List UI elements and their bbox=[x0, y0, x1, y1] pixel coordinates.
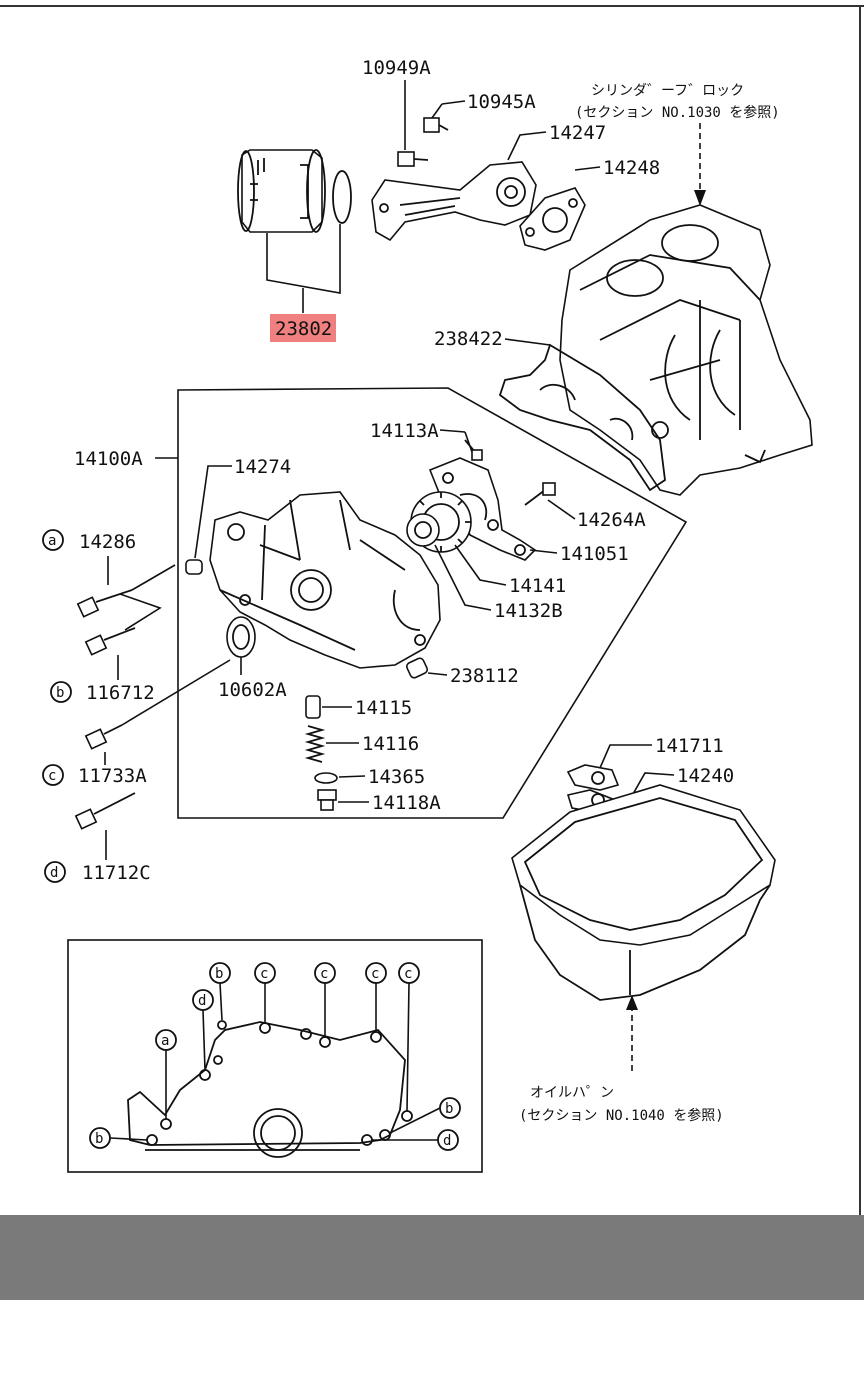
label-14247: 14247 bbox=[549, 122, 606, 144]
spring-14116 bbox=[304, 725, 326, 763]
plug-238112 bbox=[405, 657, 429, 679]
label-14100A: 14100A bbox=[74, 448, 143, 470]
label-14115: 14115 bbox=[355, 697, 412, 719]
letter-b: b bbox=[56, 685, 64, 701]
letter-d: d bbox=[50, 865, 58, 881]
svg-text:a: a bbox=[161, 1033, 169, 1049]
svg-text:d: d bbox=[198, 993, 206, 1009]
bolt-10949A bbox=[397, 151, 429, 167]
label-14113A: 14113A bbox=[370, 420, 439, 442]
bolt-callouts: b c c c c d a b b d bbox=[89, 962, 461, 1151]
label-10949A: 10949A bbox=[362, 57, 431, 79]
bolt-hole-markers bbox=[146, 1020, 413, 1146]
part-caption-bar: MAZDA - B6Y014300 N - 23802 bbox=[0, 1215, 864, 1361]
bolt-10945A bbox=[423, 117, 449, 133]
label-10602A: 10602A bbox=[218, 679, 287, 701]
circle-letter-b bbox=[50, 681, 72, 703]
letter-a: a bbox=[48, 533, 56, 549]
svg-text:c: c bbox=[404, 966, 412, 982]
washer-14365 bbox=[314, 772, 338, 784]
bolt-14286 bbox=[76, 589, 133, 618]
label-14264A: 14264A bbox=[577, 509, 646, 531]
label-14132B: 14132B bbox=[494, 600, 563, 622]
bolt-14264A bbox=[524, 482, 556, 506]
filter-gasket-ring bbox=[332, 170, 352, 224]
dowel-14274 bbox=[185, 559, 203, 575]
note-oil-pan-line1: オイルハ゜ン bbox=[530, 1085, 614, 1101]
oil-pump-group-outline bbox=[177, 387, 688, 819]
svg-text:d: d bbox=[443, 1133, 451, 1149]
plug-14118A bbox=[317, 789, 337, 811]
circle-letter-c bbox=[42, 764, 64, 786]
note-cylinder-block-line1: シリンダ゛ーフ゛ロック bbox=[591, 83, 744, 99]
circle-letter-d bbox=[44, 861, 66, 883]
label-23802: 23802 bbox=[275, 318, 332, 340]
label-238112: 238112 bbox=[450, 665, 519, 687]
svg-text:c: c bbox=[260, 966, 268, 982]
plunger-14115 bbox=[305, 695, 321, 719]
label-14116: 14116 bbox=[362, 733, 419, 755]
parts-diagram: 23802 10949A 10945A 14247 14248 シリンダ゛ーフ゛… bbox=[0, 5, 864, 1215]
bracket-14247 bbox=[371, 161, 537, 242]
label-11733A: 11733A bbox=[78, 765, 147, 787]
oil-filter-illustration bbox=[237, 149, 326, 233]
bolt-11733A bbox=[84, 724, 123, 750]
note-oil-pan-line2: (セクション NO.1040 を参照) bbox=[519, 1107, 724, 1124]
circle-letter-a bbox=[42, 529, 64, 551]
bolt-11712C bbox=[74, 792, 136, 830]
label-238422: 238422 bbox=[434, 328, 503, 350]
svg-text:c: c bbox=[371, 966, 379, 982]
svg-text:b: b bbox=[445, 1101, 453, 1117]
highlight-23802 bbox=[270, 314, 336, 342]
note-cylinder-block-line2: (セクション NO.1030 を参照) bbox=[575, 104, 780, 121]
bolt-location-inset bbox=[67, 939, 483, 1173]
seal-10602A bbox=[226, 616, 256, 658]
label-14365: 14365 bbox=[368, 766, 425, 788]
label-116712: 116712 bbox=[86, 682, 155, 704]
label-141711: 141711 bbox=[655, 735, 724, 757]
label-14141: 14141 bbox=[509, 575, 566, 597]
bolt-116712 bbox=[84, 627, 136, 656]
svg-text:b: b bbox=[215, 966, 223, 982]
label-14118A: 14118A bbox=[372, 792, 441, 814]
oil-pump-body-illustration bbox=[209, 491, 441, 669]
gasket-14248 bbox=[519, 187, 586, 251]
svg-text:c: c bbox=[320, 966, 328, 982]
cylinder-block-illustration bbox=[559, 204, 813, 496]
part-caption: MAZDA - B6Y014300 N - 23802 bbox=[188, 1324, 695, 1361]
gasket-238422 bbox=[498, 343, 666, 492]
svg-text:b: b bbox=[95, 1131, 103, 1147]
label-10945A: 10945A bbox=[467, 91, 536, 113]
oil-pan-illustration bbox=[511, 784, 776, 1001]
label-14240: 14240 bbox=[677, 765, 734, 787]
label-14274: 14274 bbox=[234, 456, 291, 478]
gear-14132B bbox=[406, 513, 440, 547]
letter-c: c bbox=[48, 768, 56, 784]
filter-leader bbox=[266, 224, 341, 313]
strainer-gasket-141711 bbox=[566, 764, 620, 791]
label-11712C: 11712C bbox=[82, 862, 151, 884]
label-14248: 14248 bbox=[603, 157, 660, 179]
screw-14113A bbox=[464, 439, 483, 461]
label-14286: 14286 bbox=[79, 531, 136, 553]
label-141051: 141051 bbox=[560, 543, 629, 565]
